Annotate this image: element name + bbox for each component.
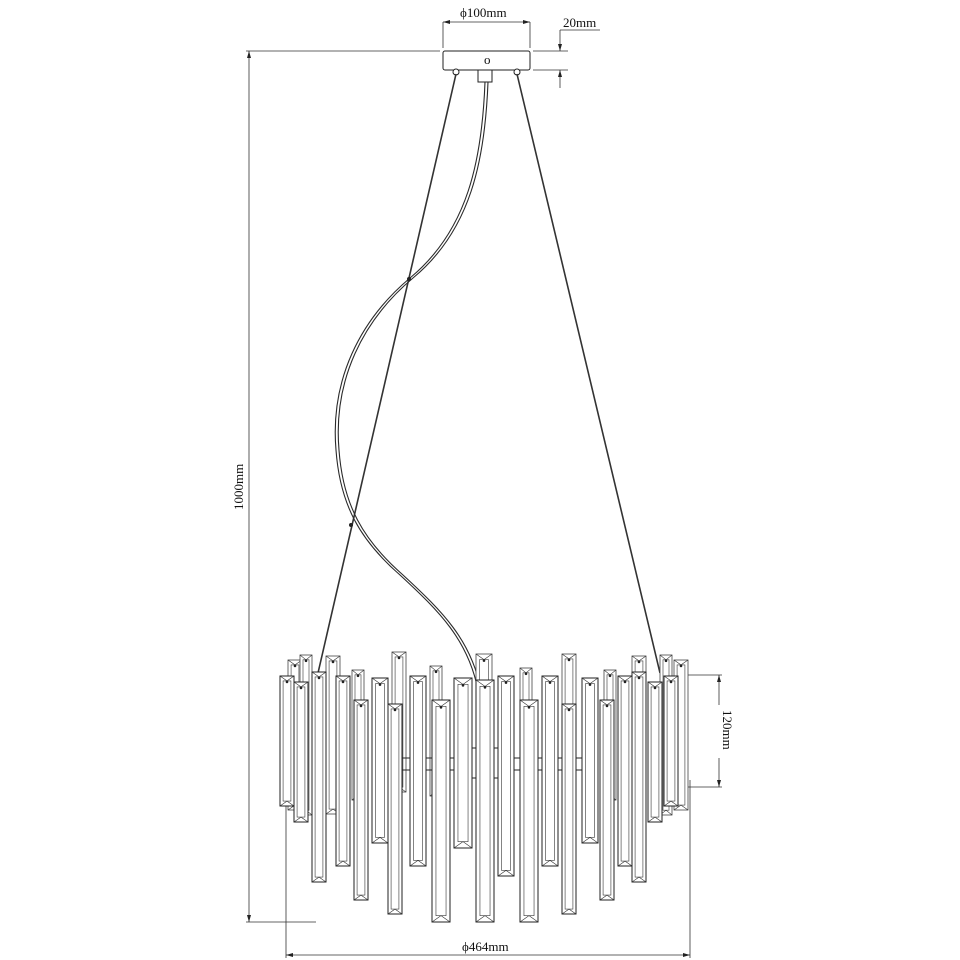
crystal-prism xyxy=(647,681,663,823)
crystal-prism xyxy=(475,679,495,923)
overall-height-label: 1000mm xyxy=(231,464,246,510)
canopy-height-dimension: 20mm xyxy=(533,15,600,88)
crystal-prism xyxy=(293,681,309,823)
crystal-prism xyxy=(353,699,369,901)
crystal-prism xyxy=(371,677,389,844)
crystal-prism xyxy=(599,699,615,901)
crystal-prism xyxy=(631,671,647,883)
crystal-prism xyxy=(453,677,473,849)
right-suspension-wire xyxy=(516,73,661,674)
crystal-prism xyxy=(387,703,403,915)
crystal-prism xyxy=(497,675,515,877)
crystal-prism xyxy=(541,675,559,867)
crystal-prism xyxy=(311,671,327,883)
crystal-prism xyxy=(431,699,451,923)
crystal-prism xyxy=(617,675,633,867)
power-cable xyxy=(334,81,489,736)
body-diameter-dimension: ϕ464mm xyxy=(285,780,691,958)
crystal-prism xyxy=(279,675,295,807)
crystal-height-dimension: 120mm xyxy=(688,674,735,788)
crystal-prism xyxy=(663,675,679,807)
crystal-prism xyxy=(561,703,577,915)
left-suspension-wire xyxy=(317,73,457,674)
canopy-mark: o xyxy=(484,52,491,67)
body-diameter-label: ϕ464mm xyxy=(462,939,509,954)
suspension-wires xyxy=(317,73,661,674)
canopy-diameter-label: ϕ100mm xyxy=(460,5,507,20)
crystal-prism xyxy=(335,675,351,867)
canopy-diameter-dimension: ϕ100mm xyxy=(442,5,531,48)
crystal-prism xyxy=(409,675,427,867)
overall-height-dimension: 1000mm xyxy=(231,50,440,923)
crystal-prism xyxy=(581,677,599,844)
canopy: o xyxy=(442,50,531,83)
canopy-height-label: 20mm xyxy=(563,15,596,30)
crystal-front-row xyxy=(279,671,679,923)
crystal-prism xyxy=(519,699,539,923)
crystal-height-label: 120mm xyxy=(720,710,735,750)
